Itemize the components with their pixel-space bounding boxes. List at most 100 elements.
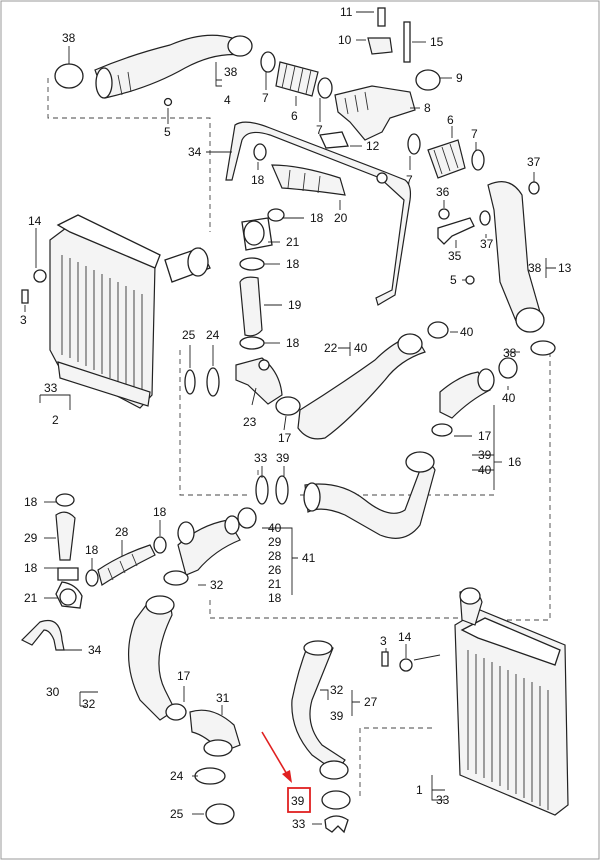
label-19: 19: [288, 298, 302, 312]
label-37: 37: [527, 155, 541, 169]
label-21: 21: [268, 577, 282, 591]
label-33: 33: [436, 793, 450, 807]
hose-group-lower-left: [20, 493, 257, 651]
label-27: 27: [364, 695, 378, 709]
label-25: 25: [182, 328, 196, 342]
label-34: 34: [88, 643, 102, 657]
label-2: 2: [52, 413, 59, 427]
cap-14-right: [399, 658, 413, 672]
seal-ring-9: [415, 69, 441, 91]
highlight-arrow-line: [261, 731, 289, 777]
label-10: 10: [338, 33, 352, 47]
label-14: 14: [398, 630, 412, 644]
label-26: 26: [268, 563, 282, 577]
label-7: 7: [262, 91, 269, 105]
part-stack-19: [235, 208, 301, 416]
label-18: 18: [251, 173, 265, 187]
label-14: 14: [28, 214, 42, 228]
label-11: 11: [340, 5, 353, 19]
label-5: 5: [164, 125, 171, 139]
label-18: 18: [310, 211, 324, 225]
label-40: 40: [354, 341, 368, 355]
label-38: 38: [528, 261, 542, 275]
label-29: 29: [268, 535, 282, 549]
label-3: 3: [20, 313, 27, 327]
label-32: 32: [330, 683, 344, 697]
label-12: 12: [366, 139, 380, 153]
seal-ring-39-highlighted: [321, 790, 351, 810]
label-28: 28: [115, 525, 129, 539]
label-18: 18: [24, 495, 38, 509]
label-17: 17: [177, 669, 191, 683]
label-28: 28: [268, 549, 282, 563]
hose-27: [291, 640, 351, 834]
label-37: 37: [480, 237, 494, 251]
seal-ring-38-top: [54, 63, 84, 89]
part-number-labels: 38 11 10 15 9 38 4 7 6 8 7 5 34 12 6 7 7…: [20, 5, 572, 831]
label-16: 16: [508, 455, 522, 469]
leader-lines: [24, 11, 556, 825]
bolt-5-top: [163, 97, 173, 107]
pipe-34-and-20: [225, 121, 412, 306]
label-7: 7: [316, 123, 323, 137]
label-21: 21: [286, 235, 300, 249]
label-7: 7: [406, 173, 413, 187]
label-39: 39: [276, 451, 290, 465]
label-6: 6: [447, 113, 454, 127]
label-5: 5: [450, 273, 457, 287]
label-18: 18: [268, 591, 282, 605]
intercooler-left: [21, 214, 211, 409]
hose-group-upper: [260, 51, 485, 179]
label-3: 3: [380, 634, 387, 648]
label-38: 38: [224, 65, 238, 79]
label-22: 22: [324, 341, 338, 355]
label-32: 32: [210, 578, 224, 592]
label-25: 25: [170, 807, 184, 821]
label-31: 31: [216, 691, 230, 705]
label-15: 15: [430, 35, 444, 49]
intercooler-right: [381, 587, 569, 816]
label-40: 40: [502, 391, 516, 405]
label-40: 40: [460, 325, 474, 339]
label-20: 20: [334, 211, 348, 225]
cap-14-left: [33, 269, 47, 283]
label-13: 13: [558, 261, 572, 275]
highlight-arrow-head: [282, 770, 292, 783]
label-18: 18: [286, 336, 300, 350]
label-4: 4: [224, 93, 231, 107]
label-24: 24: [206, 328, 220, 342]
label-34: 34: [188, 145, 202, 159]
label-29: 29: [24, 531, 38, 545]
label-17: 17: [478, 429, 492, 443]
hose-30: [128, 595, 241, 825]
label-39: 39: [478, 448, 492, 462]
label-39-highlighted: 39: [291, 794, 305, 808]
label-33: 33: [254, 451, 268, 465]
label-30: 30: [46, 685, 60, 699]
label-33: 33: [292, 817, 306, 831]
label-35: 35: [448, 249, 462, 263]
label-18: 18: [286, 257, 300, 271]
label-32: 32: [82, 697, 96, 711]
label-1: 1: [416, 783, 423, 797]
bolts-top: [367, 7, 441, 91]
label-18: 18: [85, 543, 99, 557]
highlight-callout: [261, 731, 311, 813]
label-21: 21: [24, 591, 38, 605]
label-40: 40: [268, 521, 282, 535]
label-39: 39: [330, 709, 344, 723]
label-38: 38: [503, 346, 517, 360]
label-36: 36: [436, 185, 450, 199]
label-18: 18: [153, 505, 167, 519]
label-24: 24: [170, 769, 184, 783]
label-8: 8: [424, 101, 431, 115]
label-6: 6: [291, 109, 298, 123]
label-17: 17: [278, 431, 292, 445]
label-18: 18: [24, 561, 38, 575]
label-9: 9: [456, 71, 463, 85]
label-7: 7: [471, 127, 478, 141]
hose-13: [437, 181, 556, 356]
label-41: 41: [302, 551, 316, 565]
